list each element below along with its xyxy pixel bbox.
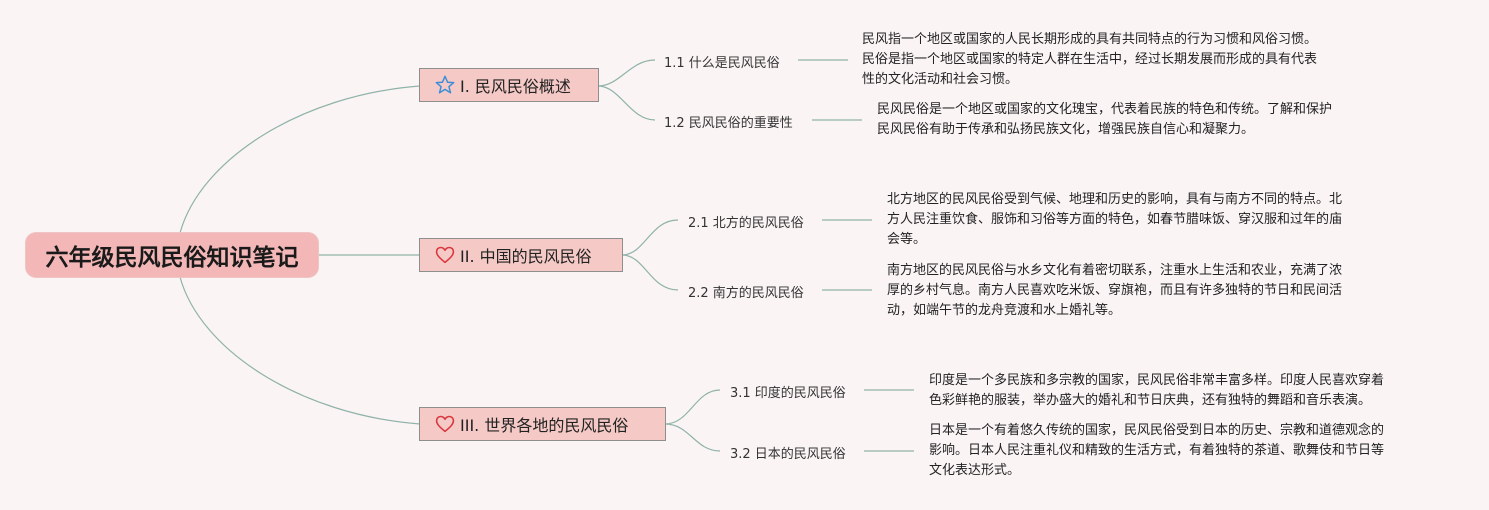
branch-china[interactable]: II. 中国的民风民俗 <box>419 238 623 272</box>
topic-south[interactable]: 2.2 南方的民风民俗 <box>688 286 804 301</box>
topic-india-desc: 印度是一个多民族和多宗教的国家，民风民俗非常丰富多样。印度人民喜欢穿着 色彩鲜艳… <box>929 373 1385 408</box>
heart-icon <box>435 246 455 264</box>
connector-b3-t2 <box>664 423 721 452</box>
topic-what-is[interactable]: 1.1 什么是民风民俗 <box>664 56 780 71</box>
heart-icon <box>435 415 455 433</box>
topic-south-desc: 南方地区的民风民俗与水乡文化有着密切联系，注重水上生活和农业，充满了浓 厚的乡村… <box>887 263 1343 318</box>
root-title: 六年级民风民俗知识笔记 <box>45 245 299 271</box>
branch-label: II. 中国的民风民俗 <box>460 247 592 266</box>
star-icon <box>435 75 455 94</box>
connector-b3-t1 <box>664 389 721 425</box>
topic-north[interactable]: 2.1 北方的民风民俗 <box>688 216 804 231</box>
connector-b2-t2 <box>621 254 679 291</box>
connector-b2-t1 <box>621 219 679 256</box>
topic-north-desc: 北方地区的民风民俗受到气候、地理和历史的影响，具有与南方不同的特点。北 方人民注… <box>887 192 1343 247</box>
topic-india[interactable]: 3.1 印度的民风民俗 <box>730 386 846 401</box>
root-topic[interactable]: 六年级民风民俗知识笔记 <box>26 233 318 277</box>
branch-overview[interactable]: I. 民风民俗概述 <box>419 68 599 102</box>
connector-root-branch-1 <box>179 85 421 234</box>
branch-label: I. 民风民俗概述 <box>460 77 571 96</box>
branch-world[interactable]: III. 世界各地的民风民俗 <box>419 407 666 441</box>
topic-japan-desc: 日本是一个有着悠久传统的国家，民风民俗受到日本的历史、宗教和道德观念的 影响。日… <box>929 423 1385 478</box>
topic-importance[interactable]: 1.2 民风民俗的重要性 <box>664 116 793 131</box>
connector-root-branch-3 <box>179 276 421 425</box>
topic-what-is-desc: 民风指一个地区或国家的人民长期形成的具有共同特点的行为习惯和风俗习惯。 民俗是指… <box>862 32 1318 87</box>
branch-label: III. 世界各地的民风民俗 <box>460 416 629 435</box>
topic-japan[interactable]: 3.2 日本的民风民俗 <box>730 447 846 462</box>
topic-importance-desc: 民风民俗是一个地区或国家的文化瑰宝，代表着民族的特色和传统。了解和保护 民风民俗… <box>877 102 1333 137</box>
connector-b1-t2 <box>597 85 656 121</box>
connector-b1-t1 <box>597 59 656 87</box>
